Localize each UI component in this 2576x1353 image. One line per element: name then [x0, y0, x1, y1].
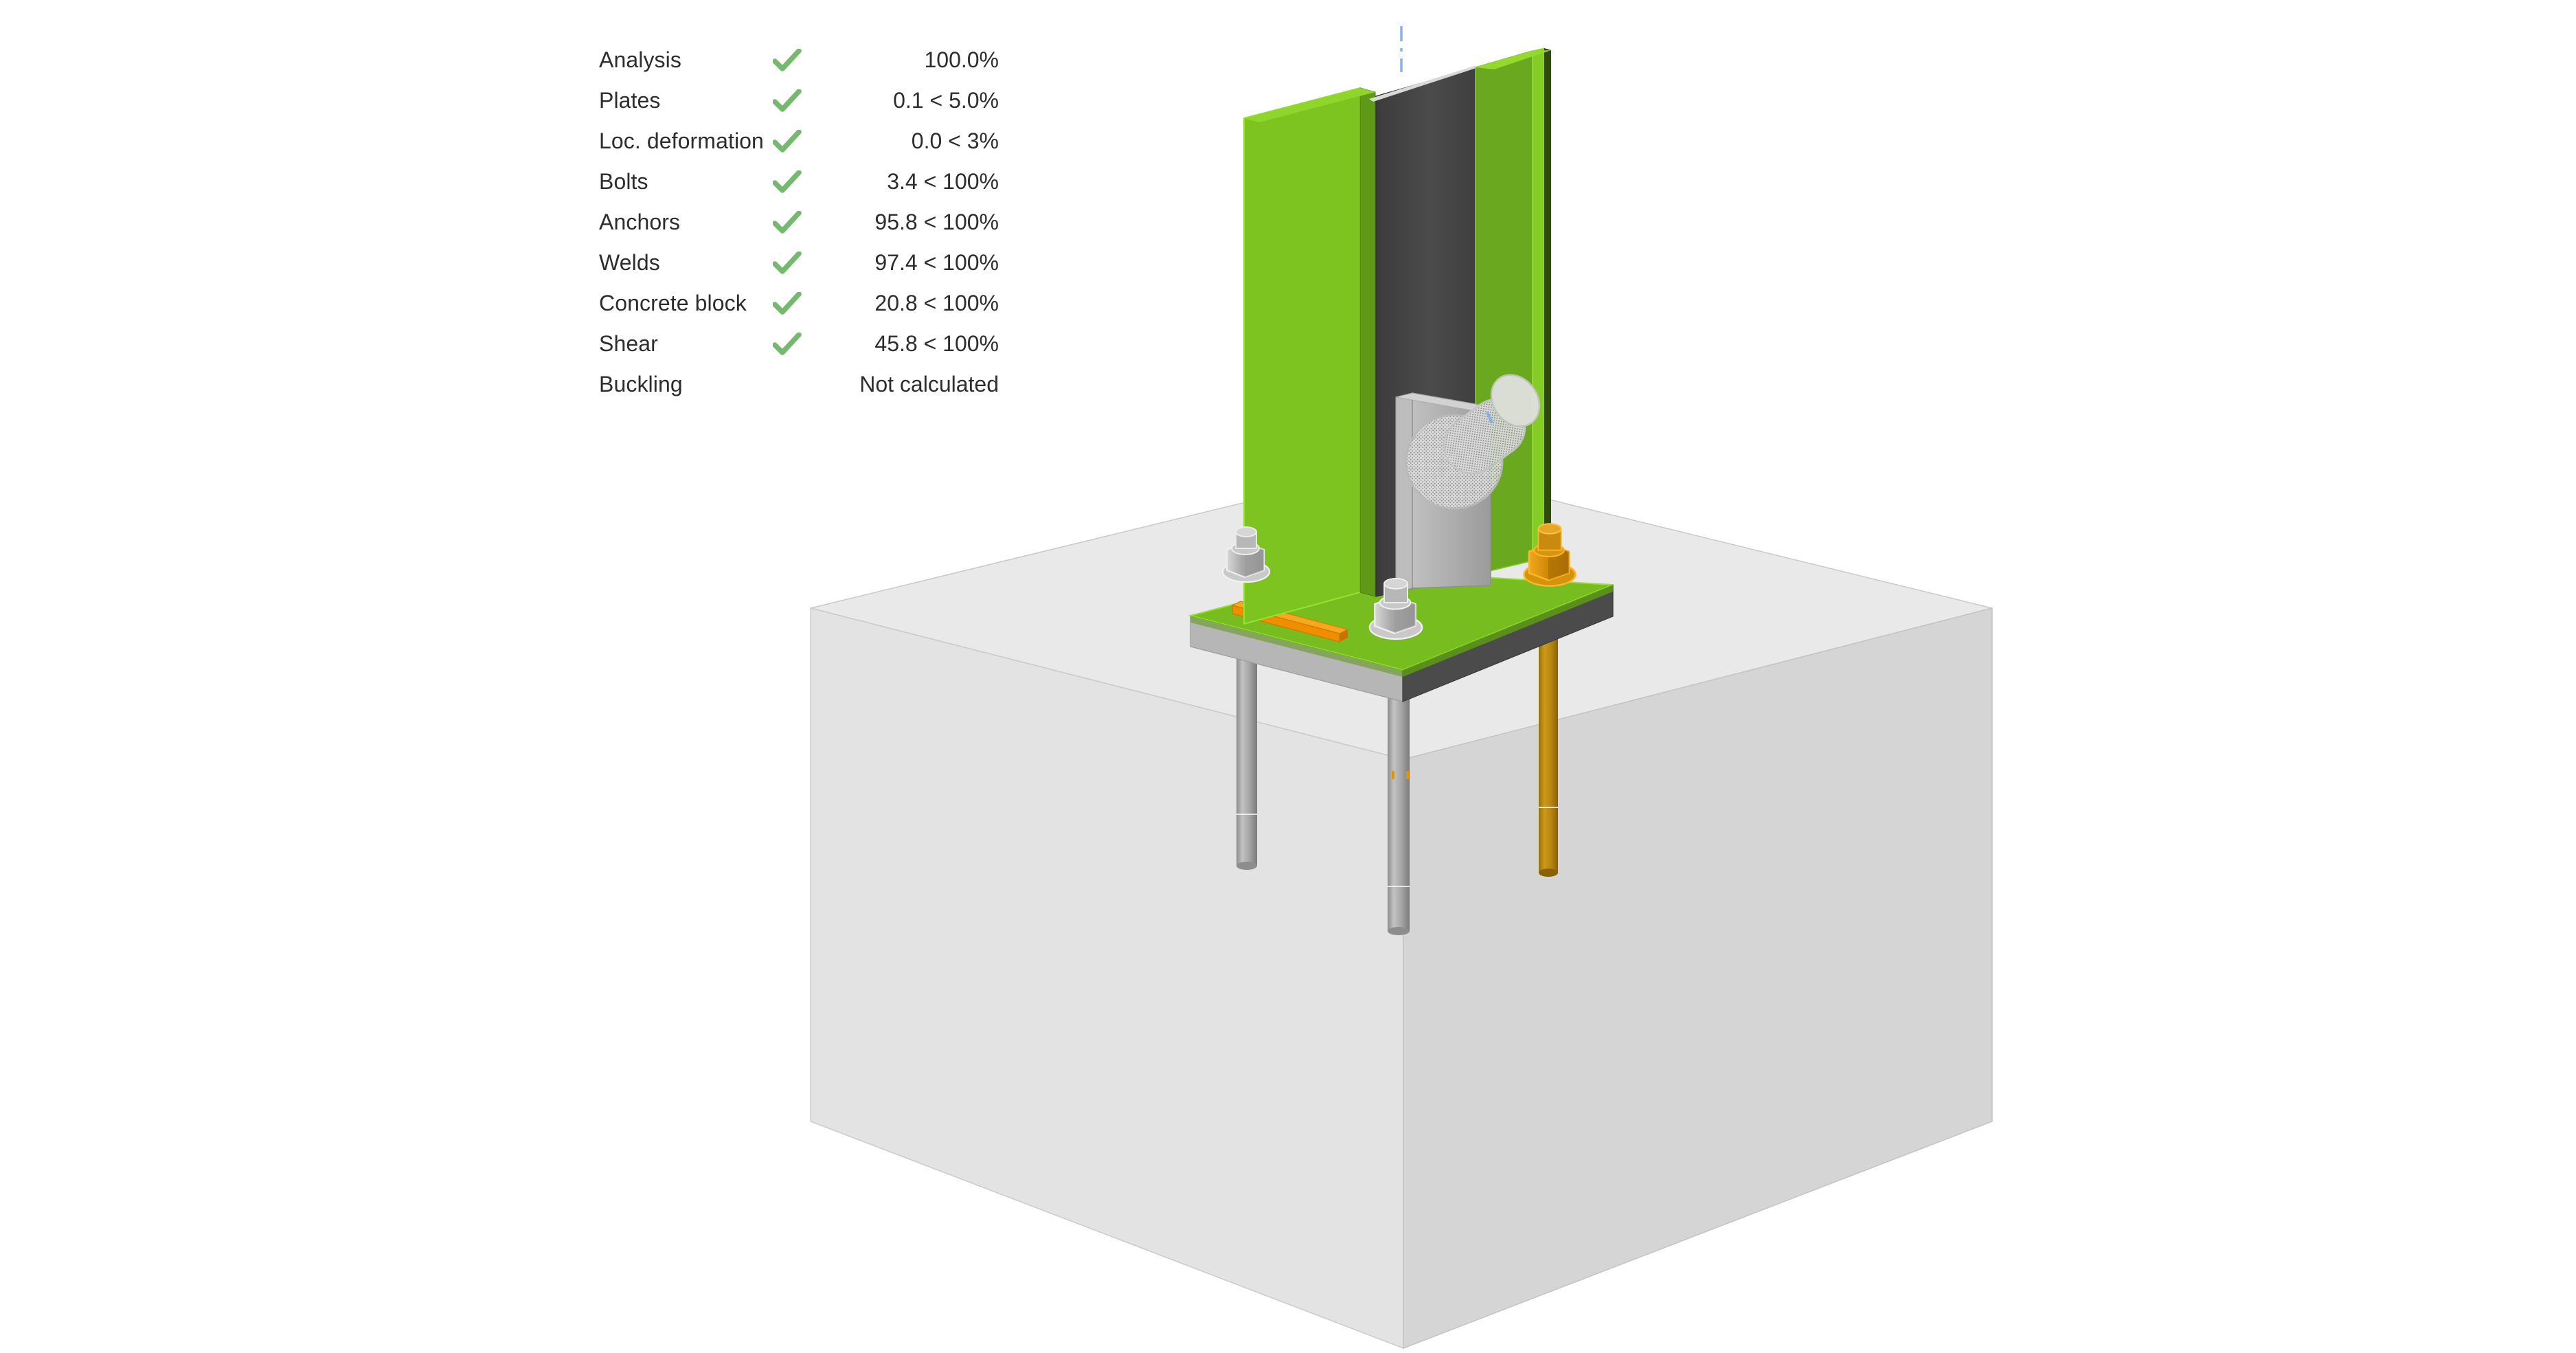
check-result-row[interactable]: Anchors 95.8 < 100% [599, 202, 1025, 243]
check-mark-icon [767, 170, 829, 194]
column-web-top-edge [1369, 66, 1478, 102]
shear-lug-cap [1490, 374, 1541, 427]
gusset-plate-rib [1395, 392, 1413, 593]
check-mark-icon [767, 129, 829, 153]
check-mark-icon [767, 251, 829, 275]
check-result-value: 97.4 < 100% [874, 250, 999, 275]
check-result-row[interactable]: Welds 97.4 < 100% [599, 243, 1025, 283]
check-result-value: 45.8 < 100% [874, 331, 999, 356]
anchor-rods-group[interactable] [1236, 618, 1558, 935]
column-flange-left[interactable] [1243, 87, 1376, 625]
check-result-row[interactable]: Analysis 100.0% [599, 40, 1025, 80]
check-result-label: Buckling [599, 372, 683, 396]
check-result-value: 0.1 < 5.0% [893, 88, 999, 113]
check-result-value: 95.8 < 100% [874, 210, 999, 234]
check-result-row[interactable]: Plates 0.1 < 5.0% [599, 80, 1025, 121]
check-result-label: Plates [599, 88, 661, 113]
check-result-label: Shear [599, 331, 658, 356]
check-mark-icon [767, 332, 829, 356]
column-flange-left-edge [1359, 87, 1376, 597]
anchor-rod-utilized[interactable] [1539, 618, 1558, 877]
check-mark-icon [767, 291, 829, 315]
check-mark-icon [767, 89, 829, 113]
anchor-bolt[interactable] [1368, 578, 1423, 640]
check-results-panel: Analysis 100.0% Plates 0.1 < 5.0% Loc. defor… [599, 40, 1025, 405]
check-mark-icon [767, 210, 829, 234]
anchor-rod[interactable] [1388, 660, 1410, 935]
check-result-label: Welds [599, 250, 660, 275]
check-result-label: Concrete block [599, 291, 747, 315]
check-result-label: Bolts [599, 169, 648, 194]
anchor-bolt-utilized[interactable] [1523, 523, 1577, 587]
column-flange-right-edge-dark [1544, 48, 1551, 558]
check-result-row[interactable]: Loc. deformation 0.0 < 3% [599, 121, 1025, 161]
base-plate-top-bevel [1403, 585, 1613, 677]
shear-lug[interactable] [1405, 366, 1549, 510]
check-result-row[interactable]: Concrete block 20.8 < 100% [599, 283, 1025, 324]
column-flange-right-outer-face [1532, 47, 1545, 561]
check-mark-icon [767, 48, 829, 72]
anchor-bolt[interactable] [1221, 526, 1271, 583]
base-plate-top-bevel-left [1190, 616, 1403, 677]
weld-seam-end-cap [1340, 629, 1348, 642]
check-result-value: Not calculated [859, 372, 999, 396]
check-result-label: Loc. deformation [599, 128, 764, 153]
column-flange-right-top [1476, 50, 1551, 69]
check-result-label: Anchors [599, 210, 681, 234]
check-result-value: 20.8 < 100% [874, 291, 999, 315]
check-result-row[interactable]: Bolts 3.4 < 100% [599, 161, 1025, 202]
column-flange-left-top [1244, 88, 1375, 122]
check-result-row[interactable]: Buckling Not calculated [599, 364, 1025, 405]
check-result-label: Analysis [599, 47, 681, 72]
check-result-value: 100.0% [924, 47, 999, 72]
column-flange-left-face [1243, 87, 1361, 625]
check-result-value: 3.4 < 100% [887, 169, 999, 194]
check-result-row[interactable]: Shear 45.8 < 100% [599, 324, 1025, 364]
check-result-value: 0.0 < 3% [911, 128, 999, 153]
